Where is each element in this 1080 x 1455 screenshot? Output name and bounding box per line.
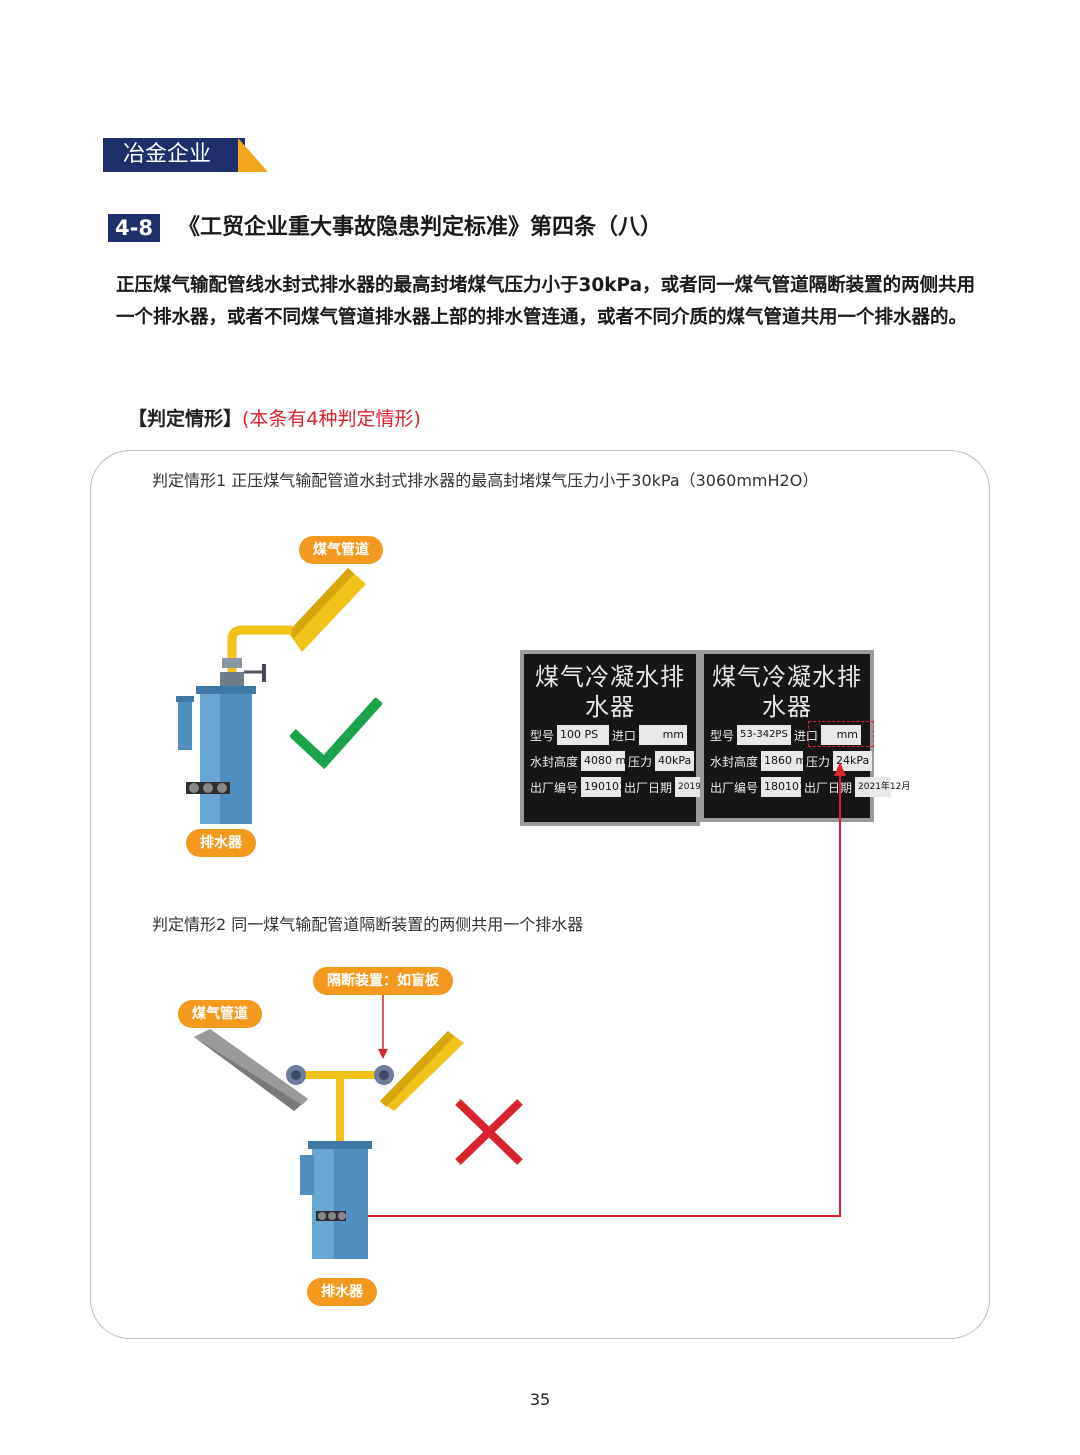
isolation-arrow xyxy=(378,995,388,1059)
nameplate-field-value: 1801017 xyxy=(761,777,813,797)
drain-body xyxy=(300,1141,372,1259)
nameplate-field-label: 压力 xyxy=(628,754,653,769)
article-title: 《工贸企业重大事故隐患判定标准》第四条（八） xyxy=(178,215,663,240)
nameplate-field-label: 进口 xyxy=(793,728,818,743)
gas-pipe-right xyxy=(380,1031,464,1111)
check-icon xyxy=(290,698,382,770)
nameplate-field-value: 1860 mm xyxy=(761,751,817,771)
nameplate-row: 型号 100 PS 进口 mm xyxy=(530,722,690,748)
connector-pipe xyxy=(227,625,292,680)
judgement-label: 【判定情形】 xyxy=(128,408,243,430)
nameplate-pressure-value: 24kPa xyxy=(833,751,873,771)
connector-pipe-vertical xyxy=(336,1075,344,1147)
nameplate-row: 型号 53-342PS 进口 mm xyxy=(710,722,864,748)
pressure-highlight-box xyxy=(808,721,874,747)
nameplate-title: 煤气冷凝水排水器 xyxy=(535,663,685,721)
nameplate-field-value: 53-342PS xyxy=(737,725,791,745)
cross-icon xyxy=(455,1099,523,1165)
nameplate-field-value: 40kPa xyxy=(655,751,695,771)
nameplate-field-value: 4080 mm xyxy=(581,751,637,771)
valve-icon xyxy=(286,1065,306,1085)
nameplate-field-label: 水封高度 xyxy=(710,754,759,769)
nameplate-title: 煤气冷凝水排水器 xyxy=(712,663,862,721)
nameplate-field-label: 出厂日期 xyxy=(624,780,673,795)
nameplate-field-value: 2021年12月 xyxy=(855,777,910,797)
section-tag-accent xyxy=(238,138,268,172)
gas-pipe-left xyxy=(194,1029,308,1111)
judgement-note: (本条有4种判定情形) xyxy=(242,408,421,430)
nameplate-field-value: 100 PS xyxy=(557,725,609,745)
article-paragraph: 正压煤气输配管线水封式排水器的最高封堵煤气压力小于30kPa，或者同一煤气管道隔… xyxy=(116,275,976,328)
page-number: 35 xyxy=(529,1390,551,1409)
nameplate-field-label: 出厂编号 xyxy=(530,780,579,795)
nameplate-row: 水封高度 1860 mm 压力 24kPa xyxy=(710,748,873,774)
case2-drain-label: 排水器 xyxy=(307,1278,377,1306)
nameplate-field-label: 水封高度 xyxy=(530,754,579,769)
judgement-header: 【判定情形】(本条有4种判定情形) xyxy=(128,404,421,434)
nameplate-field-label: 型号 xyxy=(530,728,555,743)
nameplate-row: 出厂编号 1801017 出厂日期 2021年12月 xyxy=(710,774,910,800)
article-badge: 4-8 xyxy=(108,214,160,242)
valve-icon xyxy=(220,658,266,686)
illustration-card xyxy=(90,450,990,1339)
nameplate-field-label: 型号 xyxy=(710,728,735,743)
nameplate-2: 煤气冷凝水排水器 型号 53-342PS 进口 mm 水封高度 1860 mm … xyxy=(700,650,910,822)
nameplate-field-label: 出厂编号 xyxy=(710,780,759,795)
section-tag: 冶金企业 xyxy=(103,138,245,172)
nameplate-field-value: 1901017 xyxy=(581,777,633,797)
case1-pipe-label: 煤气管道 xyxy=(299,536,383,564)
case2-isolation-label: 隔断装置：如盲板 xyxy=(313,967,453,995)
nameplate-field-value: mm xyxy=(820,725,861,745)
drain-body xyxy=(176,686,256,824)
case1-title: 判定情形1 正压煤气输配管道水封式排水器的最高封堵煤气压力小于30kPa（306… xyxy=(152,471,819,490)
case2-drain-illustration xyxy=(194,1029,464,1259)
nameplate-field-value: mm xyxy=(638,725,687,745)
nameplate-1: 煤气冷凝水排水器 型号 100 PS 进口 mm 水封高度 4080 mm 压力… xyxy=(520,650,728,826)
case2-pipe-label: 煤气管道 xyxy=(178,1000,262,1028)
gas-pipe-diagonal xyxy=(288,568,366,652)
nameplate-field-label: 进口 xyxy=(611,728,636,743)
case2-title: 判定情形2 同一煤气输配管道隔断装置的两侧共用一个排水器 xyxy=(152,915,584,934)
blind-plate-valve-icon xyxy=(374,1065,394,1085)
case1-drain-label: 排水器 xyxy=(186,829,256,857)
nameplate-field-label: 压力 xyxy=(806,754,831,769)
case1-drain-illustration xyxy=(176,568,366,824)
nameplate-row: 水封高度 4080 mm 压力 40kPa xyxy=(530,748,695,774)
connector-arrow xyxy=(350,762,846,1217)
